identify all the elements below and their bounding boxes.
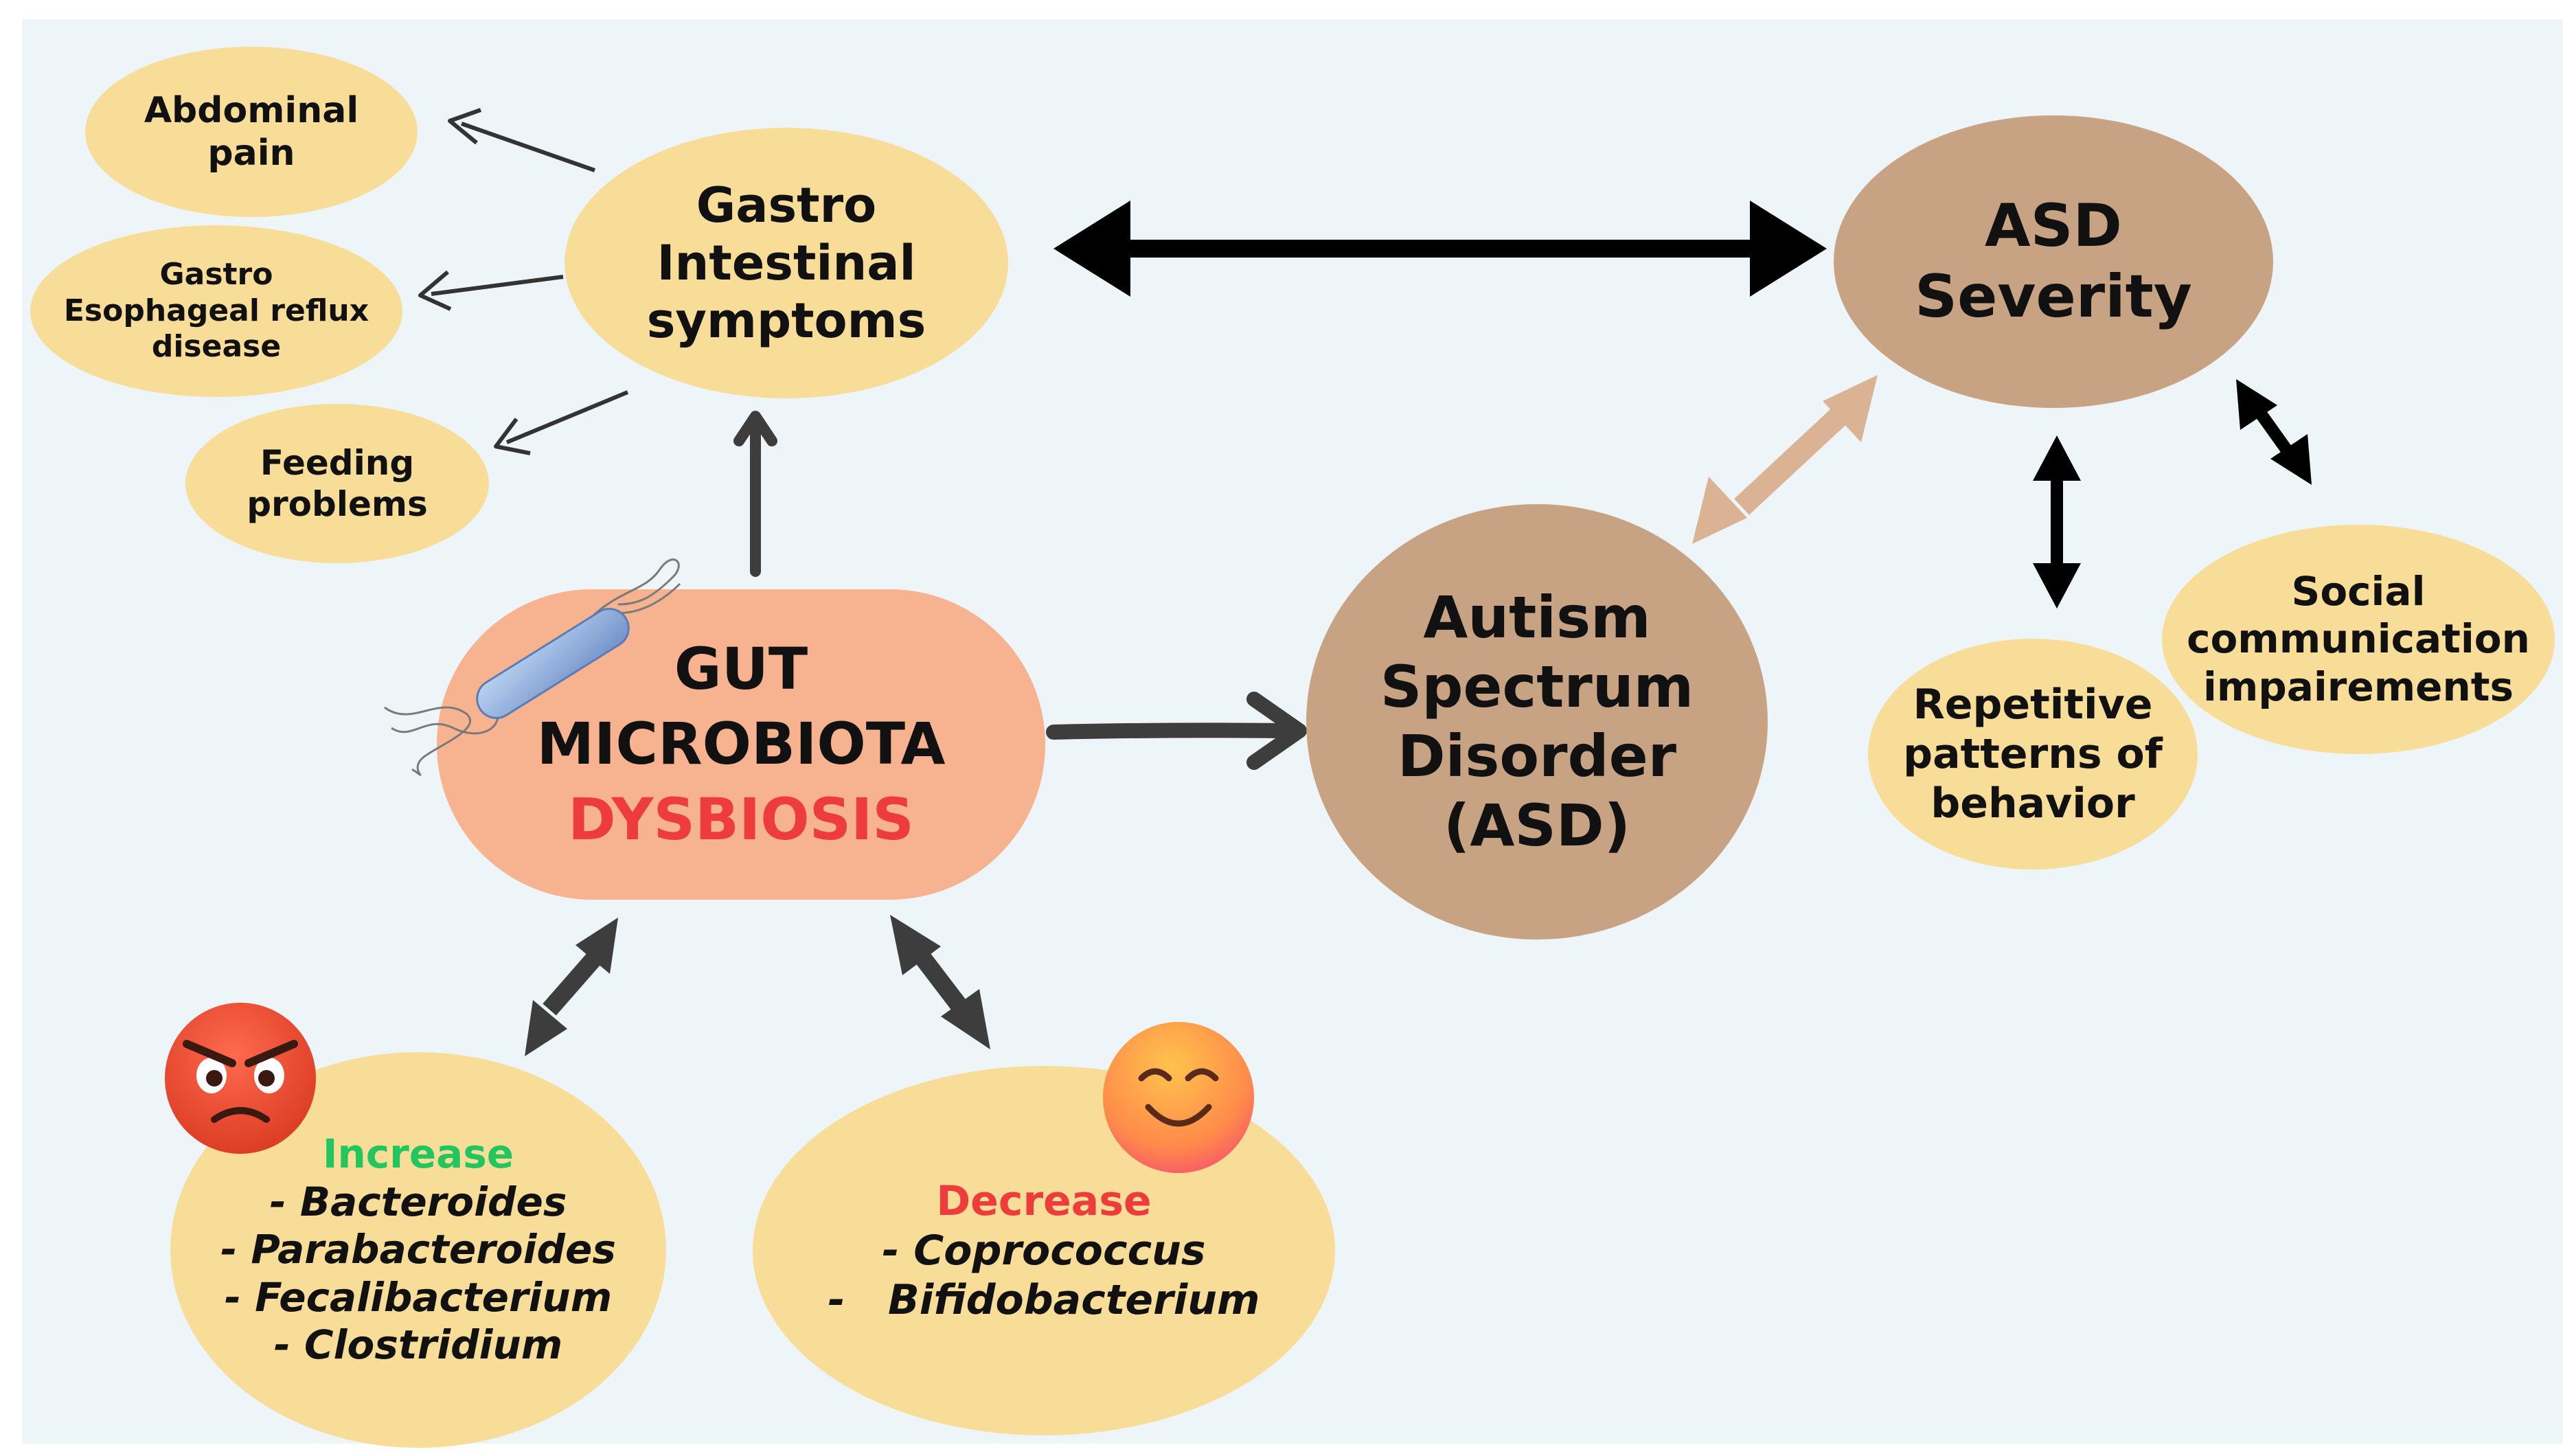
node-feeding-problems: Feeding problems [185, 404, 489, 563]
node-abdominal-pain: Abdominal pain [85, 47, 418, 217]
double-arrow-asd-severity [1692, 375, 1878, 544]
increase-item-3: - Fecalibacterium [224, 1273, 613, 1321]
increase-item-2: - Parabacteroides [220, 1226, 616, 1273]
decrease-item-1: - Coprococcus [882, 1227, 1206, 1275]
severity-line-2: Severity [1915, 262, 2192, 331]
double-arrow-gut-decrease [890, 915, 990, 1049]
gerd-line-1: Gastro [159, 256, 273, 292]
node-repetitive-patterns: Repetitive patterns of behavior [1868, 639, 2198, 869]
gerd-line-2: Esophageal reflux [63, 293, 369, 328]
gut-line-3: DYSBIOSIS [568, 785, 914, 853]
node-gerd: Gastro Esophageal reflux disease [30, 225, 402, 397]
gut-line-1: GUT [674, 635, 808, 703]
double-arrow-severity-social [2236, 379, 2312, 485]
node-gut-microbiota-dysbiosis: GUT MICROBIOTA DYSBIOSIS [437, 589, 1045, 900]
repetitive-line-1: Repetitive [1913, 681, 2153, 729]
increase-item-1: - Bacteroides [269, 1178, 567, 1225]
node-gi-symptoms: Gastro Intestinal symptoms [565, 128, 1008, 398]
double-arrow-gi-severity [1053, 201, 1827, 297]
feeding-line-2: problems [247, 484, 428, 524]
thin-arrow-feeding [494, 390, 629, 455]
arrow-gut-to-asd [1046, 692, 1307, 770]
asd-line-3: Disorder [1397, 723, 1677, 790]
abdominal-pain-line-1: Abdominal [144, 89, 359, 131]
asd-line-1: Autism [1423, 584, 1651, 652]
node-asd-severity: ASD Severity [1834, 115, 2273, 408]
repetitive-line-3: behavior [1930, 780, 2135, 828]
severity-line-1: ASD [1985, 191, 2122, 260]
node-social-communication: Social communication impairements [2162, 525, 2555, 754]
node-decrease: Decrease - Coprococcus - Bifidobacterium [753, 1066, 1335, 1435]
gi-line-3: symptoms [646, 293, 926, 349]
thin-arrow-gerd [418, 270, 564, 311]
social-line-2: communication [2187, 615, 2530, 663]
social-line-3: impairements [2202, 663, 2514, 710]
increase-heading: Increase [322, 1130, 514, 1178]
thin-arrow-abdominal-pain [448, 108, 595, 172]
decrease-heading: Decrease [936, 1177, 1152, 1225]
feeding-line-1: Feeding [260, 443, 415, 483]
increase-item-4: - Clostridium [273, 1321, 563, 1369]
repetitive-line-2: patterns of [1903, 730, 2163, 778]
arrow-gut-to-gi [733, 411, 777, 577]
gi-line-2: Intestinal [657, 235, 916, 291]
asd-line-4: (ASD) [1443, 791, 1630, 859]
social-line-1: Social [2291, 567, 2426, 615]
asd-line-2: Spectrum [1380, 653, 1694, 721]
node-increase: Increase - Bacteroides - Parabacteroides… [170, 1052, 666, 1448]
gut-line-2: MICROBIOTA [536, 710, 946, 778]
gerd-line-3: disease [151, 329, 282, 365]
double-arrow-severity-repetitive [2033, 435, 2081, 608]
node-asd: Autism Spectrum Disorder (ASD) [1306, 504, 1768, 940]
gi-line-1: Gastro [696, 177, 877, 234]
abdominal-pain-line-2: pain [207, 133, 295, 174]
decrease-item-2: - Bifidobacterium [828, 1276, 1260, 1324]
double-arrow-gut-increase [525, 918, 618, 1056]
